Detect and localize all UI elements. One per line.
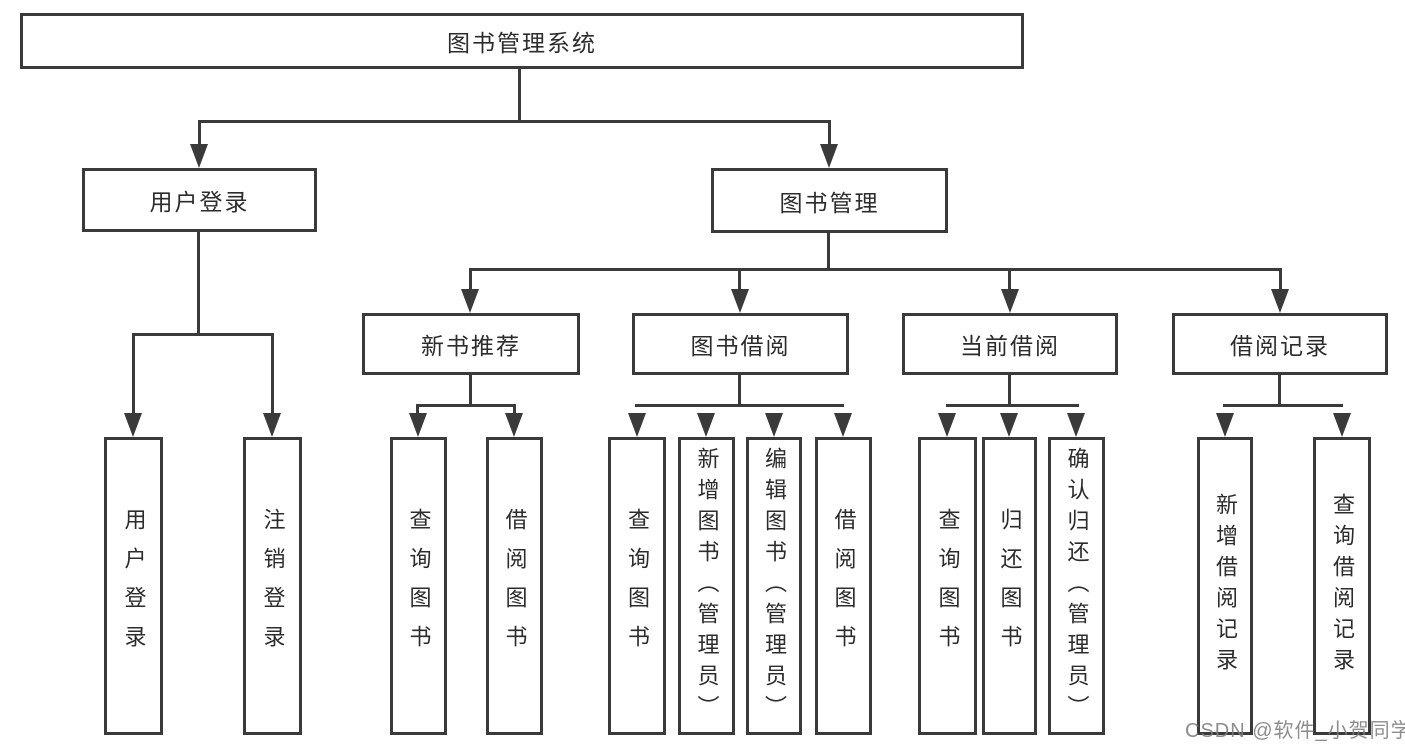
leaf-return-books: 归还图书 [982, 437, 1037, 735]
leaf-label: 新增图书（管理员） [694, 446, 720, 726]
node-borrowing-records: 借阅记录 [1172, 313, 1388, 375]
node-label: 借阅记录 [1230, 333, 1330, 359]
connector-line [946, 404, 1079, 407]
leaf-user-login: 用户登录 [104, 437, 163, 735]
leaf-label: 查询图书 [935, 508, 961, 664]
node-user-login: 用户登录 [82, 168, 317, 232]
connector-arrow [1216, 413, 1234, 437]
leaf-query-borrow-record: 查询借阅记录 [1313, 437, 1371, 735]
leaf-label: 借阅图书 [831, 508, 857, 664]
connector-line [416, 404, 516, 407]
leaf-add-borrow-record: 新增借阅记录 [1197, 437, 1253, 735]
connector-arrow [938, 413, 956, 437]
leaf-label: 借阅图书 [502, 508, 528, 664]
connector-line [132, 333, 135, 417]
leaf-label: 查询借阅记录 [1330, 493, 1355, 679]
node-label: 图书管理系统 [447, 30, 597, 56]
leaf-add-books-admin: 新增图书（管理员） [678, 437, 735, 735]
connector-line [828, 120, 831, 150]
connector-line [198, 120, 201, 150]
node-label: 图书管理 [779, 189, 880, 216]
connector-line [1008, 268, 1011, 292]
connector-arrow [1001, 289, 1019, 313]
leaf-label: 确认归还（管理员） [1064, 446, 1090, 726]
leaf-edit-books-admin: 编辑图书（管理员） [746, 437, 802, 735]
connector-line [416, 404, 419, 417]
connector-arrow [124, 413, 142, 437]
connector-line [197, 232, 200, 335]
connector-line [827, 233, 830, 270]
watermark-text: CSDN @软件_小贺同学 [1185, 720, 1405, 742]
node-label: 图书借阅 [690, 333, 791, 359]
leaf-confirm-return-admin: 确认归还（管理员） [1048, 437, 1105, 735]
connector-arrow [263, 413, 281, 437]
node-new-book-recommend: 新书推荐 [362, 313, 580, 375]
node-book-management: 图书管理 [711, 168, 948, 233]
node-label: 用户登录 [149, 189, 250, 215]
connector-line [518, 68, 521, 122]
connector-line [469, 268, 472, 292]
connector-line [635, 404, 844, 407]
connector-line [1278, 375, 1281, 406]
connector-arrow [461, 289, 479, 313]
connector-line [738, 268, 741, 292]
connector-arrow [834, 413, 852, 437]
leaf-query-books-recommend: 查询图书 [390, 437, 447, 735]
connector-line [132, 333, 274, 336]
leaf-label: 查询图书 [406, 508, 432, 664]
connector-arrow [820, 144, 838, 168]
connector-arrow [628, 413, 646, 437]
connector-line [1008, 375, 1011, 406]
connector-arrow [1271, 289, 1289, 313]
connector-line [469, 268, 1282, 271]
connector-arrow [1333, 413, 1351, 437]
leaf-label: 用户登录 [121, 508, 147, 664]
leaf-label: 归还图书 [997, 508, 1023, 664]
node-current-borrowing: 当前借阅 [902, 313, 1118, 375]
connector-line [738, 375, 741, 406]
connector-arrow [765, 413, 783, 437]
connector-arrow [190, 144, 208, 168]
connector-line [271, 333, 274, 417]
node-label: 当前借阅 [960, 333, 1060, 359]
leaf-borrow-books: 借阅图书 [815, 437, 872, 735]
leaf-label: 编辑图书（管理员） [762, 446, 787, 726]
connector-arrow [409, 413, 427, 437]
connector-arrow [731, 289, 749, 313]
connector-line [1223, 404, 1343, 407]
connector-arrow [505, 413, 523, 437]
leaf-label: 新增借阅记录 [1213, 493, 1238, 679]
connector-line [1279, 268, 1282, 292]
connector-line [469, 375, 472, 406]
node-book-borrowing: 图书借阅 [632, 313, 849, 375]
node-label: 新书推荐 [421, 333, 521, 359]
connector-arrow [1067, 413, 1085, 437]
connector-arrow [697, 413, 715, 437]
connector-line [198, 120, 831, 123]
connector-line [513, 404, 516, 417]
connector-arrow [1000, 413, 1018, 437]
leaf-label: 查询图书 [625, 508, 650, 664]
leaf-logout: 注销登录 [243, 437, 302, 735]
leaf-query-books-current: 查询图书 [918, 437, 977, 735]
leaf-borrow-books-recommend: 借阅图书 [486, 437, 543, 735]
leaf-label: 注销登录 [260, 508, 286, 664]
node-root-system: 图书管理系统 [20, 13, 1024, 69]
leaf-query-books-borrowing: 查询图书 [608, 437, 666, 735]
